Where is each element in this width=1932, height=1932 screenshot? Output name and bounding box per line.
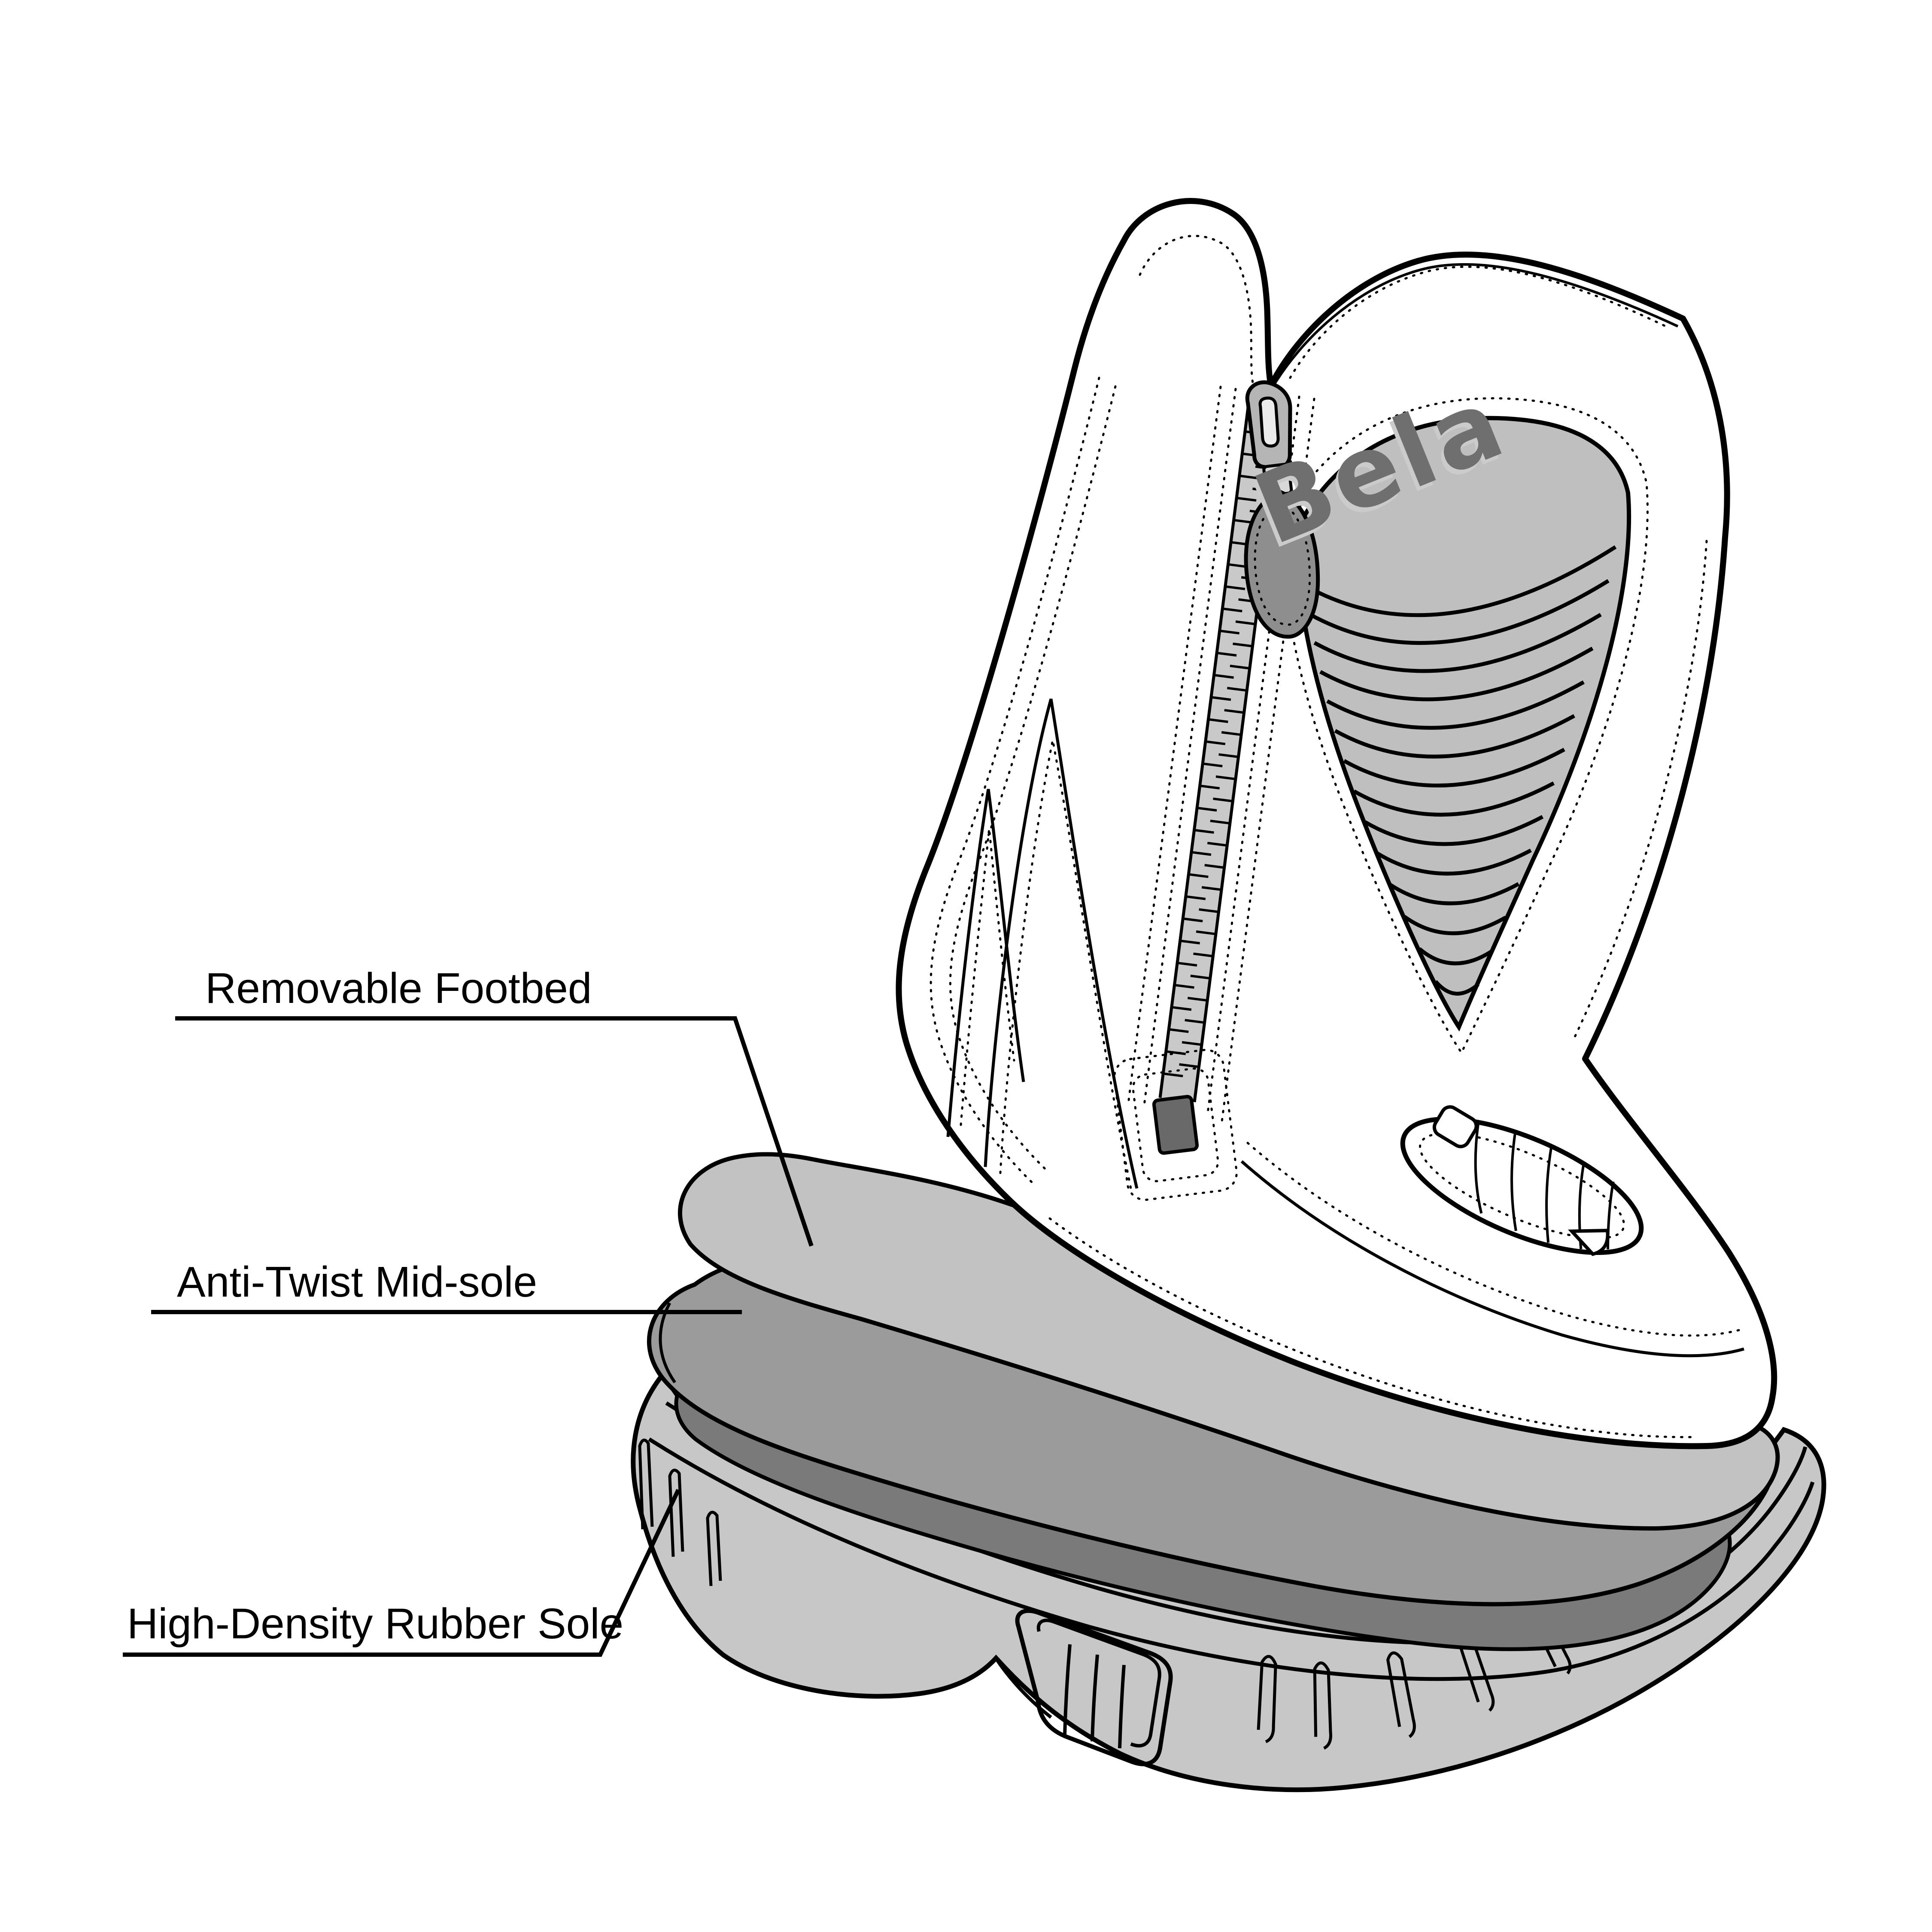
flex-panel-ribs <box>1305 545 1617 996</box>
zipper-bottom-stop <box>1152 1095 1199 1155</box>
label-high-density-rubber-sole: High-Density Rubber Sole <box>127 1600 623 1648</box>
vamp-seam <box>1240 1142 1744 1358</box>
toe-accent-wedge <box>1567 1229 1610 1256</box>
leader-high-density-rubber-sole <box>123 1488 680 1657</box>
flex-panel-stitching <box>1280 397 1649 1055</box>
toe-accent-outline <box>1400 1116 1644 1255</box>
zipper-slider <box>1244 380 1320 639</box>
flex-panel <box>1280 397 1649 1055</box>
label-removable-footbed: Removable Footbed <box>205 964 592 1012</box>
callout-anti-twist-midsole: Anti-Twist Mid-sole <box>151 1258 742 1314</box>
collar-rim-line <box>1270 263 1679 389</box>
leader-removable-footbed <box>175 1016 814 1247</box>
flex-panel-shape <box>1293 416 1631 1032</box>
zipper <box>1113 380 1320 1201</box>
callout-removable-footbed: Removable Footbed <box>175 964 814 1247</box>
toe-accent-block <box>1432 1105 1478 1148</box>
zipper-pull-icon <box>1244 489 1320 639</box>
sole-band-line-lower <box>648 1437 1815 1681</box>
sole-heel-tread-block <box>1015 1608 1173 1766</box>
stitching-lines <box>930 234 1708 1438</box>
heel-panel-seams <box>946 699 1139 1194</box>
label-anti-twist-midsole: Anti-Twist Mid-sole <box>177 1258 537 1306</box>
sole-left-tread-slits <box>638 1438 722 1586</box>
callout-high-density-rubber-sole: High-Density Rubber Sole <box>123 1488 680 1657</box>
toe-accent <box>1400 1105 1644 1256</box>
sole-waist-step-line <box>993 1656 1052 1719</box>
